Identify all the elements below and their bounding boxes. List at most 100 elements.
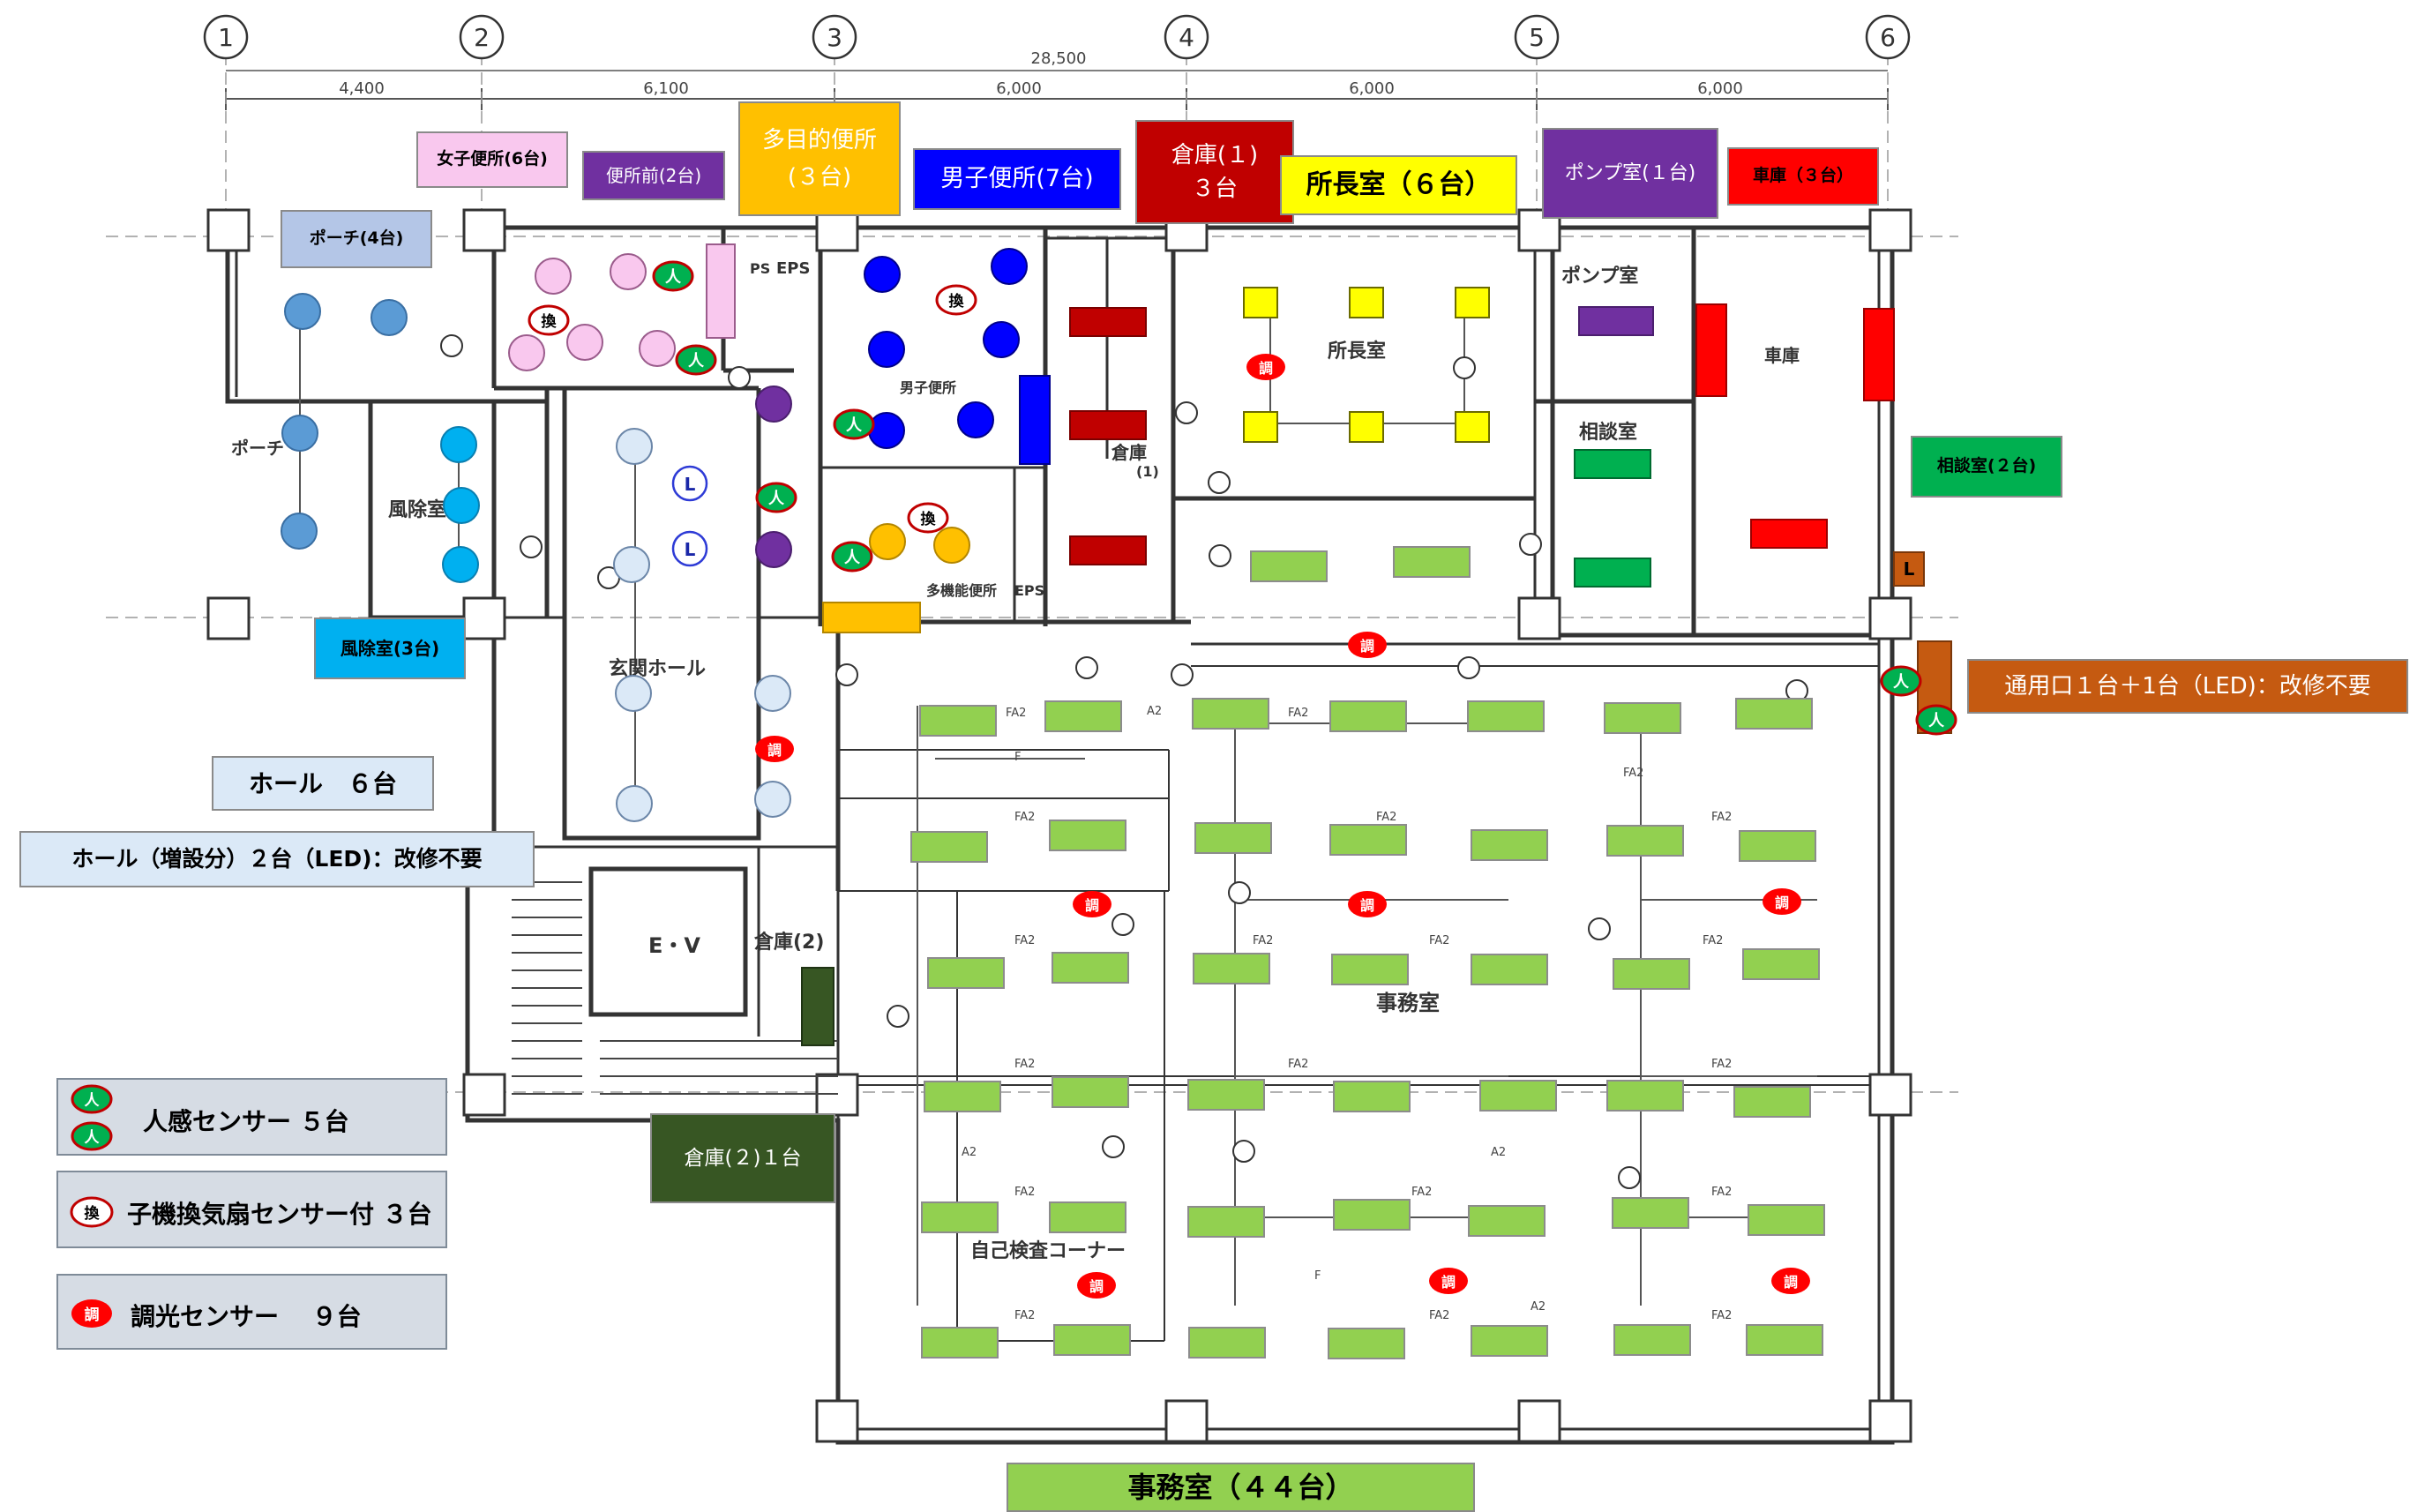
mens-toilet-light <box>868 412 905 449</box>
storage1-light <box>1069 307 1147 337</box>
svg-text:人: 人 <box>1928 712 1945 730</box>
office-light-fixture <box>1613 1324 1691 1356</box>
stairs <box>512 881 838 1095</box>
grid-axis-label: 4 <box>1179 23 1194 52</box>
dimming-sensor-icon: 調 <box>1246 354 1285 380</box>
office-light-fixture <box>1049 820 1126 851</box>
multi-toilet-light <box>822 602 921 633</box>
office-light-fixture <box>1333 1199 1411 1231</box>
label-garage: 車庫（３台） <box>1727 147 1879 206</box>
dimming-sensor-icon: 調 <box>1763 888 1801 915</box>
plan-label-ev: E・V <box>648 933 700 958</box>
storage1-light <box>1069 410 1147 440</box>
motion-sensor-icon: 人 <box>1915 704 1957 736</box>
svg-text:人: 人 <box>844 549 861 567</box>
office-light-fixture <box>1612 1197 1689 1229</box>
svg-text:人: 人 <box>846 416 863 435</box>
span-dimension: 6,000 <box>1697 79 1743 98</box>
total-dimension: 28,500 <box>1031 49 1087 68</box>
office-fixtures <box>910 546 1825 1359</box>
fixture-code: FA2 <box>1014 1309 1035 1322</box>
porch-fixtures <box>281 293 408 550</box>
label-hall-added: ホール（増設分）２台（LED)：改修不要 <box>19 831 535 887</box>
legend-dimming-sensor: 調 調光センサー ９台 <box>56 1274 447 1350</box>
multi-toilet-light <box>933 527 970 564</box>
office-light-fixture <box>910 831 988 863</box>
plan-label-consult: 相談室 <box>1579 421 1637 444</box>
womens-toilet-light <box>535 258 572 295</box>
office-light-fixture <box>1733 1086 1811 1118</box>
office-light-fixture <box>1329 824 1407 856</box>
svg-text:人: 人 <box>85 1092 101 1110</box>
plan-label-eps: EPS <box>776 259 810 278</box>
label-windbreak-room: 風除室(3台) <box>314 618 466 679</box>
storage2-light <box>801 967 835 1046</box>
span-dimension: 6,000 <box>996 79 1042 98</box>
svg-text:換: 換 <box>85 1204 101 1223</box>
windbreak-light <box>443 487 480 524</box>
grid-axis-label: 2 <box>474 23 490 52</box>
svg-text:調: 調 <box>1775 894 1789 911</box>
label-womens-toilet: 女子便所(6台) <box>416 131 568 188</box>
motion-sensor-icon: 人 人 <box>71 1084 113 1151</box>
svg-text:人: 人 <box>688 352 705 371</box>
director-light <box>1455 411 1490 443</box>
hall-light <box>616 428 653 465</box>
legend-fan-sensor: 換 子機換気扇センサー付 ３台 <box>56 1171 447 1248</box>
office-light-fixture <box>1742 948 1820 980</box>
office-light-fixture <box>1735 698 1813 730</box>
fan-sensor-icon: 換 <box>70 1196 114 1228</box>
director-light <box>1349 411 1384 443</box>
plan-label-windbreak: 風除室 <box>388 498 446 521</box>
fixture-code: A2 <box>962 1146 977 1159</box>
fixture-code: FA2 <box>1253 934 1273 947</box>
womens-toilet-light <box>706 243 736 339</box>
office-light-fixture <box>919 705 997 737</box>
motion-sensor-icon: 人 <box>831 541 873 573</box>
span-dimension: 4,400 <box>339 79 385 98</box>
pump-fixtures <box>1578 306 1654 336</box>
svg-text:換: 換 <box>949 292 965 311</box>
office-light-fixture <box>1468 1205 1546 1237</box>
fan-sensor-icon: 換 <box>907 502 949 534</box>
mens-toilet-light <box>1019 375 1051 465</box>
fixture-code: A2 <box>1147 705 1162 718</box>
office-light-fixture <box>1192 698 1269 730</box>
office-light-fixture <box>1739 830 1816 862</box>
fixture-code: A2 <box>1491 1146 1506 1159</box>
span-dimension: 6,100 <box>643 79 689 98</box>
svg-text:調: 調 <box>767 742 782 759</box>
office-light-fixture <box>1052 952 1129 984</box>
fixture-code: FA2 <box>1711 1058 1732 1071</box>
grid-bubbles <box>203 14 1911 60</box>
womens-toilet-light <box>508 334 545 371</box>
grid-axis-label: 3 <box>827 23 842 52</box>
svg-text:調: 調 <box>1360 638 1374 655</box>
grid-axis-label: 5 <box>1529 23 1545 52</box>
plan-label-ps: PS <box>750 260 770 277</box>
svg-text:調: 調 <box>1441 1274 1456 1291</box>
plan-label-director: 所長室 <box>1328 340 1386 363</box>
legend-dimming-sensor-label: 調光センサー ９台 <box>131 1302 362 1331</box>
fan-sensor-icon: 換 <box>935 284 977 316</box>
label-porch: ポーチ(4台) <box>281 210 432 268</box>
fixture-code: FA2 <box>1376 811 1396 824</box>
consult-light <box>1574 449 1651 479</box>
garage-light <box>1750 519 1828 549</box>
plan-label-self-check: 自己検査コーナー <box>970 1239 1126 1262</box>
office-light-fixture <box>1606 825 1684 857</box>
office-light-fixture <box>927 957 1005 989</box>
office-light-fixture <box>1604 702 1681 734</box>
mens-toilet-light <box>957 401 994 438</box>
office-light-fixture <box>1331 954 1409 985</box>
plan-label-office: 事務室 <box>1376 991 1440 1015</box>
plan-label-storage1: 倉庫 <box>1111 442 1147 463</box>
lamp-marker: L <box>671 530 708 567</box>
office-light-fixture <box>1052 1076 1129 1108</box>
dimming-sensor-icon: 調 <box>1348 891 1387 917</box>
toilet-front-fixtures <box>755 385 792 568</box>
storage1-fixtures <box>1069 307 1147 565</box>
motion-sensor-icon: 人 <box>833 408 875 440</box>
